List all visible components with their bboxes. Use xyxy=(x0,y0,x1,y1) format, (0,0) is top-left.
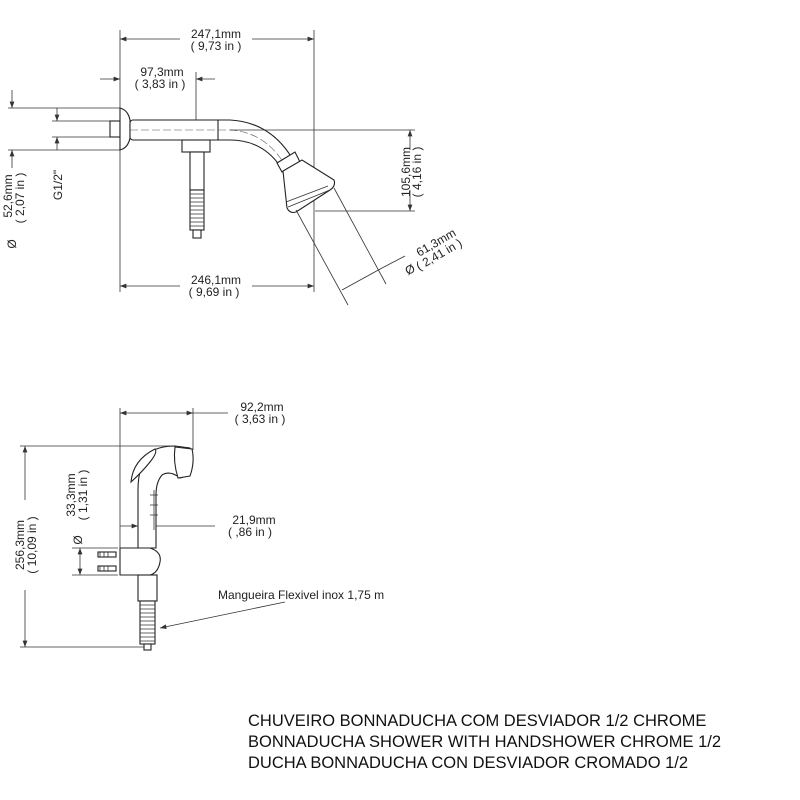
dimension-handshower-width: 92,2mm ( 3,63 in ) xyxy=(120,400,285,426)
dim-text-in: ( 2,07 in ) xyxy=(13,173,27,224)
dimension-holder-diameter: 33,3mm ( 1,31 in ) Ø xyxy=(64,470,118,576)
trigger-lever xyxy=(130,448,157,484)
wall-holder xyxy=(119,547,161,576)
dimension-drop: 105,6mm ( 4,16 in ) xyxy=(230,129,424,212)
dim-text-mm: 33,3mm xyxy=(64,473,78,516)
dim-text-in: ( 9,73 in ) xyxy=(191,39,242,53)
dim-text-mm: 246,1mm xyxy=(191,273,241,287)
diameter-symbol: Ø xyxy=(5,239,19,248)
hose-leader-line xyxy=(159,601,286,630)
dimension-outlet-offset: 97,3mm ( 3,83 in ) xyxy=(100,65,215,91)
flexible-hose xyxy=(139,600,156,651)
dim-text-mm: 92,2mm xyxy=(240,400,283,414)
dimension-flange-diameter: 52,6mm ( 2,07 in ) Ø xyxy=(1,90,120,249)
spray-face xyxy=(173,446,194,479)
shower-drawing: 247,1mm ( 9,73 in ) 97,3mm ( 3,83 in ) 5… xyxy=(1,27,464,306)
dim-text-in: ( 9,69 in ) xyxy=(189,285,240,299)
thread-label: G1/2" xyxy=(51,170,65,200)
dim-text-in: ( ,86 in ) xyxy=(228,525,272,539)
hose-spring xyxy=(189,189,205,239)
dimension-thread: G1/2" xyxy=(51,108,110,200)
wall-screws xyxy=(97,551,117,572)
dimension-handle-depth: 21,9mm ( ,86 in ) xyxy=(120,513,276,539)
diameter-symbol: Ø xyxy=(71,535,85,544)
dim-text-mm: 105,6mm xyxy=(399,147,413,197)
outlet-tube xyxy=(189,151,205,191)
dimension-handshower-height: 256,3mm ( 10,09 in ) xyxy=(13,445,175,648)
dim-text-in: ( 3,83 in ) xyxy=(135,77,186,91)
product-titles: CHUVEIRO BONNADUCHA COM DESVIADOR 1/2 CH… xyxy=(248,712,721,772)
hose-label: Mangueira Flexivel inox 1,75 m xyxy=(218,588,384,602)
dim-text-mm: 97,3mm xyxy=(140,65,183,79)
dim-text-in: ( 3,63 in ) xyxy=(235,412,286,426)
wall-stub xyxy=(109,120,121,138)
dimension-head-diameter: 61,3mm ( 2,41 in ) Ø xyxy=(295,187,464,306)
dim-text-mm: 21,9mm xyxy=(232,513,275,527)
title-es: DUCHA BONNADUCHA CON DESVIADOR CROMADO 1… xyxy=(248,754,688,772)
dim-text-in: ( 10,09 in ) xyxy=(25,516,39,573)
dim-text-in: ( 1,31 in ) xyxy=(76,470,90,521)
dim-text-mm: 247,1mm xyxy=(191,27,241,41)
diverter-nut xyxy=(181,139,211,153)
hose-connector xyxy=(137,574,158,602)
dimension-width-base: 246,1mm ( 9,69 in ) xyxy=(120,273,314,299)
dim-text-mm: 52,6mm xyxy=(1,174,15,217)
dim-text-mm: 256,3mm xyxy=(13,520,27,570)
handshower-drawing: 92,2mm ( 3,63 in ) 256,3mm ( 10,09 in ) … xyxy=(13,400,384,651)
title-pt: CHUVEIRO BONNADUCHA COM DESVIADOR 1/2 CH… xyxy=(248,712,706,730)
dimension-width-overall: 247,1mm ( 9,73 in ) xyxy=(120,27,314,53)
wall-flange xyxy=(119,107,131,151)
title-en: BONNADUCHA SHOWER WITH HANDSHOWER CHROME… xyxy=(248,733,721,751)
dim-text-in: ( 4,16 in ) xyxy=(410,147,424,198)
